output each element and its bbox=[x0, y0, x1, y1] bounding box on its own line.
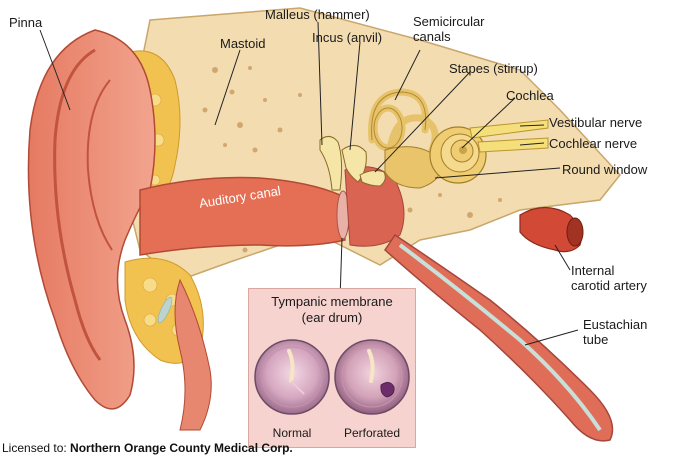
cochlear-nerve-shape bbox=[477, 137, 549, 153]
label-cochlear-nerve: Cochlear nerve bbox=[549, 136, 638, 151]
inset-title-line1: Tympanic membrane bbox=[271, 294, 393, 309]
label-mastoid: Mastoid bbox=[220, 36, 266, 51]
eardrum-comparison bbox=[254, 339, 410, 415]
vestibule bbox=[384, 146, 442, 189]
license-prefix: Licensed to: bbox=[2, 441, 71, 455]
caption-normal: Normal bbox=[272, 426, 312, 440]
inset-title: Tympanic membrane (ear drum) bbox=[249, 294, 415, 326]
label-eustachian-line2: tube bbox=[583, 332, 609, 347]
cochlea-shape bbox=[429, 126, 487, 184]
label-carotid-line1: Internal bbox=[571, 263, 615, 278]
label-eustachian-line1: Eustachian bbox=[583, 317, 648, 332]
tympanic-membrane-inset: Tympanic membrane (ear drum) Normal Perf… bbox=[248, 288, 416, 448]
mastoid-air-cells bbox=[202, 66, 502, 253]
label-internal-carotid: Internal carotid artery bbox=[571, 263, 647, 293]
license-text: Licensed to: Northern Orange County Medi… bbox=[2, 441, 293, 455]
label-malleus: Malleus (hammer) bbox=[265, 7, 370, 22]
label-semicircular-line1: Semicircular bbox=[413, 14, 485, 29]
label-carotid-line2: carotid artery bbox=[571, 278, 647, 293]
inset-title-line2: (ear drum) bbox=[301, 310, 363, 325]
eustachian-tube-shape bbox=[384, 233, 614, 442]
ossicles bbox=[319, 136, 386, 191]
label-round-window: Round window bbox=[562, 162, 648, 177]
carotid-artery-shape bbox=[519, 206, 582, 253]
pinna-helix-fold bbox=[53, 48, 102, 361]
perforation-hole bbox=[380, 382, 395, 398]
label-vestibular-nerve: Vestibular nerve bbox=[549, 115, 643, 130]
label-semicircular-line2: canals bbox=[413, 29, 451, 44]
license-name: Northern Orange County Medical Corp. bbox=[70, 441, 293, 455]
middle-ear-cavity bbox=[344, 166, 405, 247]
caption-perforated: Perforated bbox=[343, 426, 401, 440]
label-incus: Incus (anvil) bbox=[312, 30, 383, 45]
label-pinna: Pinna bbox=[9, 15, 43, 30]
perforated-eardrum-image bbox=[334, 339, 410, 415]
pinna-shape bbox=[27, 29, 156, 410]
label-cochlea: Cochlea bbox=[506, 88, 554, 103]
vestibular-nerve-shape bbox=[469, 119, 549, 139]
normal-eardrum-image bbox=[254, 339, 330, 415]
label-eustachian-tube: Eustachian tube bbox=[583, 317, 647, 347]
label-stapes: Stapes (stirrup) bbox=[449, 61, 538, 76]
label-semicircular-canals: Semicircular canals bbox=[413, 14, 513, 44]
